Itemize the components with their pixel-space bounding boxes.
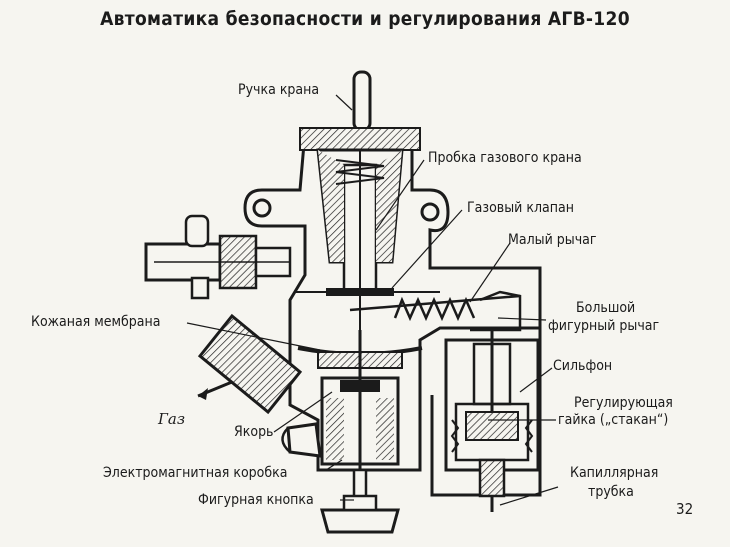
gas-plug-body [316,148,404,330]
label-plug: Пробка газового крана [428,150,582,166]
label-big-lever-line1: Большой [576,300,636,316]
label-nut-line1: Регулирующая [574,395,673,411]
gas-outlet-pipe [197,313,303,415]
label-small-lever: Малый рычаг [508,232,597,248]
label-em-box: Электромагнитная коробка [103,465,288,481]
bellows-assembly [444,330,540,512]
leader-lines [186,94,559,506]
label-handle: Ручка крана [238,82,320,98]
label-gas-valve: Газовый клапан [467,200,574,216]
small-lever [349,290,522,332]
label-big-lever-line2: фигурный рычаг [548,318,660,334]
label-armature: Якорь [234,424,274,440]
slide-title: Автоматика безопасности и регулирования … [100,8,630,30]
label-bellows: Сильфон [553,358,613,374]
gas-valve-disc [295,288,440,296]
electromagnet-box [320,330,400,470]
handle-stem [299,70,421,151]
label-button: Фигурная кнопка [198,492,314,508]
side-inlet-fitting [144,214,292,300]
label-gas-flow: Газ [158,410,186,428]
page-number: 32 [676,500,694,518]
label-nut-line2: гайка („стакан“) [558,412,669,428]
magnet-plug [281,422,322,458]
label-capillary-line1: Капиллярная [570,465,659,481]
label-membrane: Кожаная мембрана [31,314,161,330]
figured-button [320,468,400,534]
label-capillary-line2: трубка [588,484,634,500]
